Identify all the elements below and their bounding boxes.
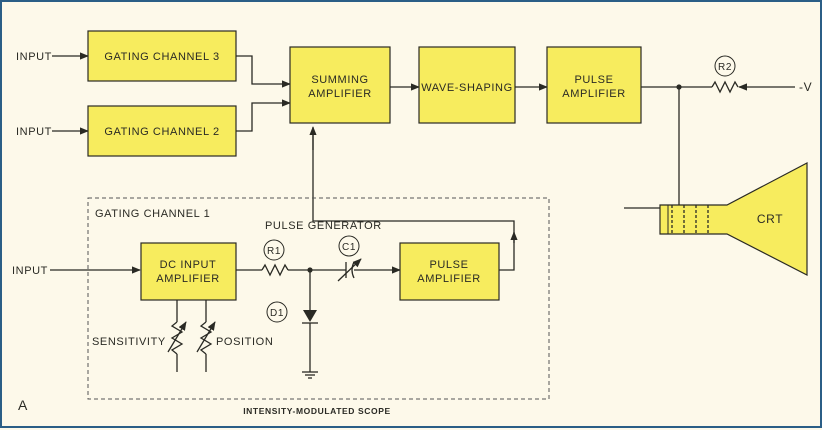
wave-shaping-block	[418, 46, 516, 124]
d1-diode-body	[303, 310, 317, 322]
pulse-generator-to-summing-wire	[312, 135, 515, 233]
gating-channel-1-group	[87, 197, 550, 400]
position-label: POSITION	[216, 336, 273, 348]
position-adjust-arrow	[196, 321, 216, 353]
input-ch3-label: INPUT	[16, 51, 52, 63]
crt-cathode	[659, 204, 669, 235]
dc-input-amplifier-label-1: DC INPUT	[160, 259, 217, 271]
gating-channel-2-label: GATING CHANNEL 2	[104, 126, 219, 138]
supply-label: -V	[799, 80, 812, 94]
gating-channel-1-label: GATING CHANNEL 1	[95, 208, 210, 220]
sensitivity-adjust-arrow	[167, 321, 187, 353]
c1-label-circle	[338, 235, 360, 257]
d1-label: D1	[270, 308, 284, 319]
ch1-output-wire	[499, 235, 515, 271]
pulse-generator-label: PULSE GENERATOR	[265, 220, 382, 232]
r2-resistor	[711, 80, 739, 94]
position-potentiometer	[199, 321, 213, 355]
pulse-amplifier-ch1-label-1: PULSE	[429, 259, 468, 271]
pulse-amplifier-ch1-block	[399, 242, 500, 301]
input-ch1-label: INPUT	[12, 265, 48, 277]
pulse-amplifier-ch1-label-2: AMPLIFIER	[417, 273, 480, 285]
r1-resistor	[261, 263, 289, 277]
input-ch2-label: INPUT	[16, 126, 52, 138]
c1-variable-arrow	[337, 258, 362, 282]
summing-amplifier-label-1: SUMMING	[311, 74, 368, 86]
c1-label: C1	[342, 242, 356, 253]
summing-amplifier-block	[289, 46, 391, 124]
r2-label: R2	[718, 62, 732, 73]
r2-label-circle	[714, 55, 736, 77]
dc-input-amplifier-label-2: AMPLIFIER	[156, 273, 219, 285]
sensitivity-label: SENSITIVITY	[92, 336, 166, 348]
r1-label-circle	[263, 239, 285, 261]
pulse-amplifier-main-label-2: AMPLIFIER	[562, 88, 625, 100]
diagram-title: INTENSITY-MODULATED SCOPE	[243, 406, 391, 416]
pulse-amplifier-main-block	[546, 46, 642, 124]
gating-channel-3-label: GATING CHANNEL 3	[104, 51, 219, 63]
dc-input-amplifier-block	[140, 242, 237, 301]
ch2-to-summing-wire	[236, 99, 291, 132]
wiring	[50, 52, 795, 379]
summing-amplifier-label-2: AMPLIFIER	[308, 88, 371, 100]
ch3-to-summing-wire	[236, 55, 291, 88]
sensitivity-potentiometer	[170, 321, 184, 355]
pulse-amplifier-main-label-1: PULSE	[574, 74, 613, 86]
gating-channel-3-block	[87, 30, 237, 82]
panel-label: A	[18, 397, 28, 413]
crt-label: CRT	[757, 212, 783, 226]
d1-label-circle	[266, 301, 288, 323]
wave-shaping-label: WAVE-SHAPING	[421, 82, 513, 94]
r1-label: R1	[267, 246, 281, 257]
gating-channel-2-block	[87, 105, 237, 157]
